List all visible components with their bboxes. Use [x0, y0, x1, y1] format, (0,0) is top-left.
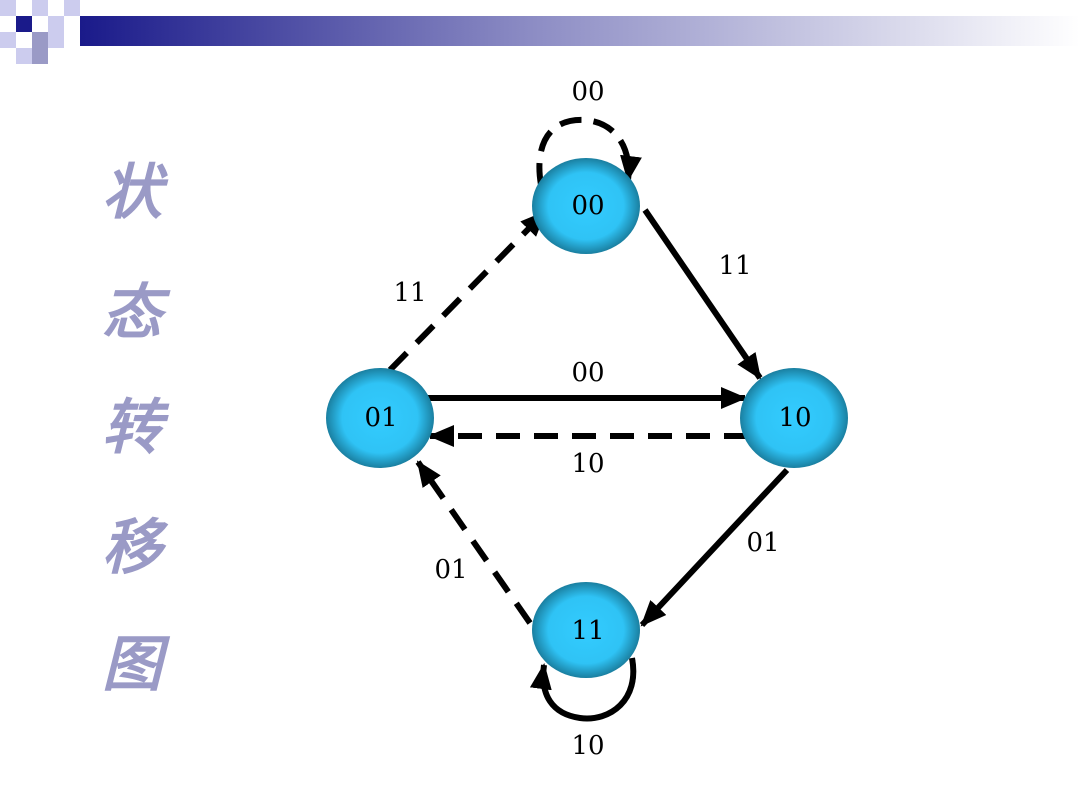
edge-00-10-label: 11 — [718, 251, 751, 281]
edge-00-loop-label: 00 — [571, 77, 604, 107]
node-01: 01 — [326, 368, 434, 468]
title-char-2: 态 — [102, 278, 162, 348]
edge-10-11-label: 01 — [746, 528, 779, 558]
edge-00-10 — [642, 208, 763, 380]
edge-10-11 — [639, 467, 790, 628]
header-square — [16, 16, 32, 32]
node-11-label: 11 — [571, 616, 604, 646]
edge-01-10-label: 00 — [571, 358, 604, 388]
node-01-circle — [326, 368, 434, 468]
header-square — [48, 32, 64, 48]
node-11-circle — [532, 582, 640, 678]
edge-10-01-label: 10 — [571, 449, 604, 479]
header-square — [32, 32, 48, 48]
header-square — [0, 32, 16, 48]
title-char-3: 转 — [102, 393, 162, 463]
node-00: 00 — [532, 158, 640, 254]
header-square — [16, 48, 32, 64]
title-char-5: 图 — [102, 630, 162, 700]
node-10-circle — [740, 368, 848, 468]
node-01-label: 01 — [364, 403, 397, 433]
header-square — [48, 16, 64, 32]
node-00-circle — [532, 158, 640, 254]
header-square — [64, 0, 80, 16]
title-char-4: 移 — [102, 513, 162, 583]
node-11: 11 — [532, 582, 640, 678]
node-10-label: 10 — [778, 403, 811, 433]
title-char-1: 状 — [102, 158, 162, 228]
edge-11-loop — [529, 657, 637, 722]
edge-11-01 — [415, 460, 533, 625]
header-gradient-bar — [80, 16, 1080, 46]
edge-00-loop — [536, 116, 642, 186]
header-square — [32, 0, 48, 16]
edge-11-01-label: 01 — [434, 555, 467, 585]
edge-01-00-label: 11 — [393, 278, 426, 308]
node-10: 10 — [740, 368, 848, 468]
header-decoration — [0, 0, 1080, 64]
edge-11-loop-label: 10 — [571, 731, 604, 761]
header-square — [32, 48, 48, 64]
header-square — [0, 0, 16, 16]
node-00-label: 00 — [571, 191, 604, 221]
